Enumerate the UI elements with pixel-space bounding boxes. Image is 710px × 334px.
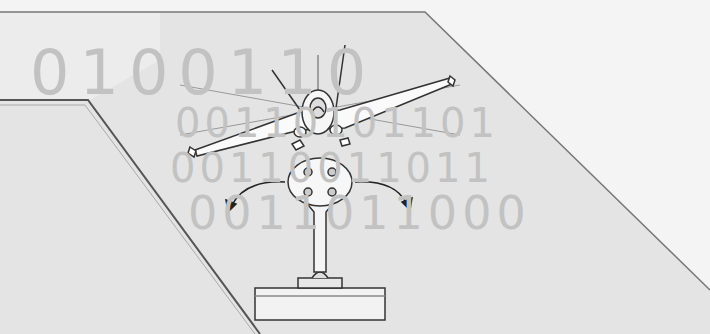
watermark-digits: 00110011011 <box>170 148 494 188</box>
watermark-digits: 0011011000 <box>188 190 531 236</box>
ground-plane <box>0 12 710 334</box>
plane-edge <box>0 12 710 290</box>
watermark-digits: 00110101101 <box>175 103 499 143</box>
watermark-digits: 0100110 <box>30 42 376 104</box>
